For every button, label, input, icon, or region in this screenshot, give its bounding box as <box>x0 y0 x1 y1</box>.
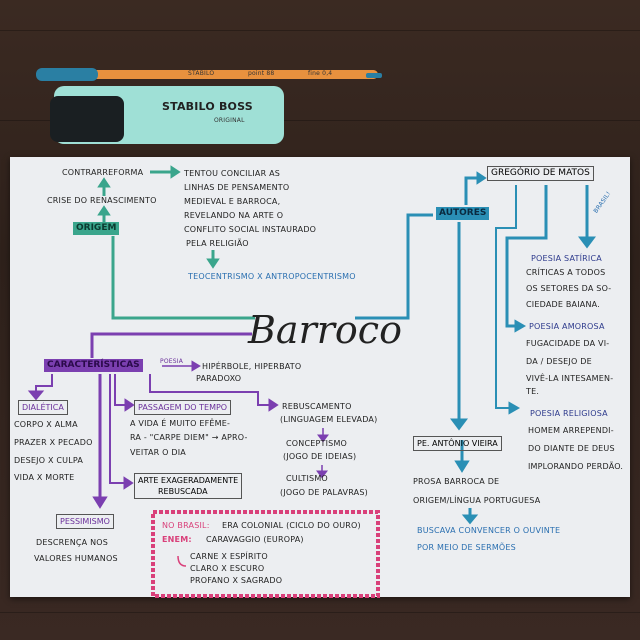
fineliner-pen: STABILO point 88 fine 0,4 <box>38 70 378 79</box>
arrow-down-icon <box>206 258 220 269</box>
box-pair: CLARO X ESCURO <box>190 564 265 573</box>
vieira-line: ORIGEM/LÍNGUA PORTUGUESA <box>413 496 541 505</box>
caracteristicas-line <box>90 332 252 358</box>
arrow-down-icon <box>578 236 596 249</box>
wood-grain <box>0 120 640 121</box>
figuras-line: PARADOXO <box>196 374 242 383</box>
arrow-down-icon <box>454 460 470 473</box>
gregorio-de-matos: GREGÓRIO DE MATOS <box>487 166 594 181</box>
dialetica-label: DIALÉTICA <box>18 400 68 415</box>
rebuscamento: REBUSCAMENTO <box>282 402 352 411</box>
religiosa-line: DO DIANTE DE DEUS <box>528 444 615 453</box>
amorosa-line: FUGACIDADE DA VI- <box>526 339 610 348</box>
desc-line: MEDIEVAL E BARROCA, <box>184 197 281 206</box>
origem-line <box>111 236 255 320</box>
arrow-down-icon <box>92 496 108 509</box>
rebuscamento: (LINGUAGEM ELEVADA) <box>280 415 378 424</box>
wood-grain <box>0 612 640 613</box>
desc-line: TENTOU CONCILIAR AS <box>184 169 281 178</box>
highlighter-cap <box>50 96 124 142</box>
desc-line: PELA RELIGIÃO <box>186 239 249 248</box>
cultismo: CULTISMO <box>286 474 328 483</box>
dialetica-pair: VIDA X MORTE <box>14 473 75 482</box>
passagem-tempo-label: PASSAGEM DO TEMPO <box>134 400 232 415</box>
teocentrismo: TEOCENTRISMO X ANTROPOCENTRISMO <box>188 272 356 281</box>
autores-label: AUTORES <box>436 207 490 220</box>
box-pair: CARNE X ESPÍRITO <box>190 552 268 561</box>
pessimismo-line: DESCRENÇA NOS <box>36 538 109 547</box>
contrarreforma: CONTRARREFORMA <box>62 168 144 177</box>
vieira-line: PROSA BARROCA DE <box>413 477 500 486</box>
no-brasil-text: ERA COLONIAL (CICLO DO OURO) <box>222 521 361 530</box>
pen-model: point 88 <box>248 70 275 77</box>
box-pair: PROFANO X SAGRADO <box>190 576 283 585</box>
dialetica-pair: DESEJO X CULPA <box>14 456 84 465</box>
arte-exagerada-box: ARTE EXAGERADAMENTE REBUSCADA <box>134 473 243 499</box>
pessimismo-label: PESSIMISMO <box>56 514 114 529</box>
amorosa-line: DA / DESEJO DE <box>526 357 592 366</box>
amorosa-line: TE. <box>526 387 540 396</box>
pen-size: fine 0,4 <box>308 70 333 77</box>
cultismo: (JOGO DE PALAVRAS) <box>280 488 368 497</box>
highlighter-sub: ORIGINAL <box>214 117 245 124</box>
passagem-line: RA - "CARPE DIEM" → APRO- <box>130 433 248 442</box>
arrow-up-icon <box>97 205 111 216</box>
poesia-religiosa-title: POESIA RELIGIOSA <box>530 409 608 418</box>
religiosa-line: HOMEM ARREPENDI- <box>528 426 614 435</box>
wood-grain <box>0 30 640 31</box>
enem-label: ENEM: <box>162 535 192 544</box>
passagem-line: A VIDA É MUITO EFÊME- <box>130 419 231 428</box>
caracteristicas-label: CARACTERÍSTICAS <box>44 359 143 372</box>
sermoes-line: BUSCAVA CONVENCER O OUVINTE <box>417 526 561 535</box>
desc-line: CONFLITO SOCIAL INSTAURADO <box>184 225 317 234</box>
desc-line: REVELANDO NA ARTE O <box>184 211 284 220</box>
pen-brand: STABILO <box>188 70 215 77</box>
poesia-label: POESIA <box>160 358 184 365</box>
origem-label: ORIGEM <box>73 222 120 235</box>
crise-renascimento: CRISE DO RENASCIMENTO <box>47 196 157 205</box>
enem-text: CARAVAGGIO (EUROPA) <box>206 535 304 544</box>
arrow-right-icon <box>476 171 487 185</box>
arrow-down-icon <box>461 514 479 525</box>
enem-box-border <box>151 510 380 598</box>
antonio-vieira: PE. ANTÔNIO VIEIRA <box>413 436 502 451</box>
passagem-line: VEITAR O DIA <box>130 448 186 457</box>
no-brasil-label: NO BRASIL: <box>162 521 210 530</box>
conceptismo: CONCEPTISMO <box>286 439 348 448</box>
arrow-right-icon <box>170 165 181 179</box>
pessimismo-line: VALORES HUMANOS <box>34 554 118 563</box>
dialetica-pair: CORPO X ALMA <box>14 420 78 429</box>
satirica-line: CRÍTICAS A TODOS <box>526 268 606 277</box>
poesia-satirica-title: POESIA SATÍRICA <box>531 254 602 263</box>
highlighter-brand: STABILO BOSS <box>162 100 253 113</box>
autores-line <box>355 213 433 320</box>
pen-tip <box>366 73 382 78</box>
main-title: Barroco <box>248 308 402 352</box>
arrow-right-icon <box>508 401 521 415</box>
figuras-line: HIPÉRBOLE, HIPERBATO <box>202 362 302 371</box>
curved-arrow-icon <box>177 555 187 567</box>
amorosa-line: VIVÊ-LA INTESAMEN- <box>526 374 614 383</box>
arte-line: REBUSCADA <box>158 487 208 496</box>
arrow-right-icon <box>514 319 527 333</box>
religiosa-line: IMPLORANDO PERDÃO. <box>528 462 624 471</box>
satirica-line: CIEDADE BAIANA. <box>526 300 600 309</box>
sermoes-line: POR MEIO DE SERMÕES <box>417 543 516 552</box>
conceptismo: (JOGO DE IDEIAS) <box>283 452 357 461</box>
desc-line: LINHAS DE PENSAMENTO <box>184 183 290 192</box>
poesia-amorosa-title: POESIA AMOROSA <box>529 322 605 331</box>
arrow-down-icon <box>450 418 468 431</box>
pen-cap <box>36 68 98 81</box>
satirica-line: OS SETORES DA SO- <box>526 284 612 293</box>
arrow-up-icon <box>97 177 111 188</box>
arte-line: ARTE EXAGERADAMENTE <box>138 476 239 485</box>
dialetica-pair: PRAZER X PECADO <box>14 438 93 447</box>
